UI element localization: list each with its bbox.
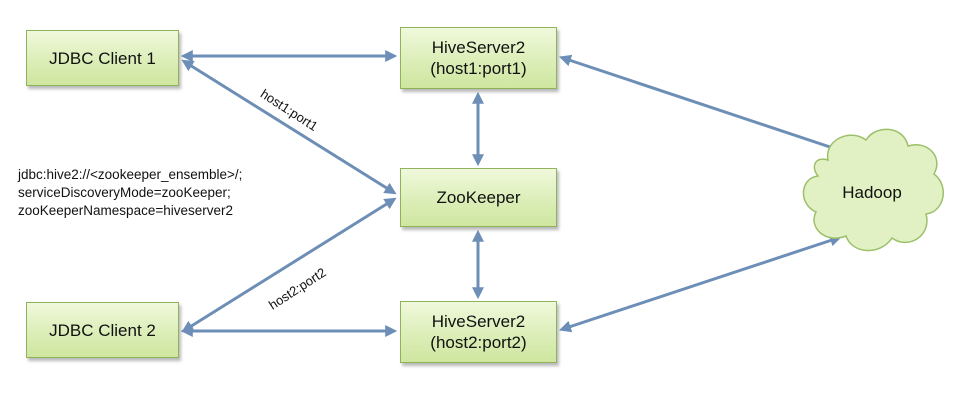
jdbc-client-1-label: JDBC Client 1 — [49, 48, 156, 68]
hiveserver2-host2-box: HiveServer2 (host2:port2) — [400, 301, 557, 363]
jdbc-client-1-box: JDBC Client 1 — [26, 30, 179, 86]
arrow-client2-zookeeper — [181, 197, 397, 333]
zookeeper-box: ZooKeeper — [400, 168, 557, 227]
hiveserver2-host1-title: HiveServer2 — [431, 38, 526, 57]
jdbc-client-2-box: JDBC Client 2 — [26, 302, 179, 358]
hadoop-label: Hadoop — [842, 183, 902, 202]
hiveserver2-host1-box: HiveServer2 (host1:port1) — [400, 27, 557, 89]
arrow-client1-zookeeper — [181, 59, 397, 195]
hiveserver2-host2-title: HiveServer2 — [431, 312, 526, 331]
arrow-hiveserver2-hadoop — [559, 234, 842, 333]
connection-string-line-1: jdbc:hive2://<zookeeper_ensemble>/; — [18, 167, 243, 182]
hadoop-cloud — [802, 128, 944, 252]
connection-string-line-3: zooKeeperNamespace=hiveserver2 — [18, 203, 233, 218]
zookeeper-label: ZooKeeper — [436, 188, 521, 207]
jdbc-connection-string: jdbc:hive2://<zookeeper_ensemble>/; serv… — [18, 166, 242, 220]
hiveserver2-host2-address: (host2:port2) — [430, 333, 527, 352]
connection-string-line-2: serviceDiscoveryMode=zooKeeper; — [18, 185, 231, 200]
hiveserver2-host1-address: (host1:port1) — [430, 59, 527, 78]
arrow-hiveserver1-hadoop — [559, 54, 846, 155]
jdbc-client-2-label: JDBC Client 2 — [49, 320, 156, 340]
